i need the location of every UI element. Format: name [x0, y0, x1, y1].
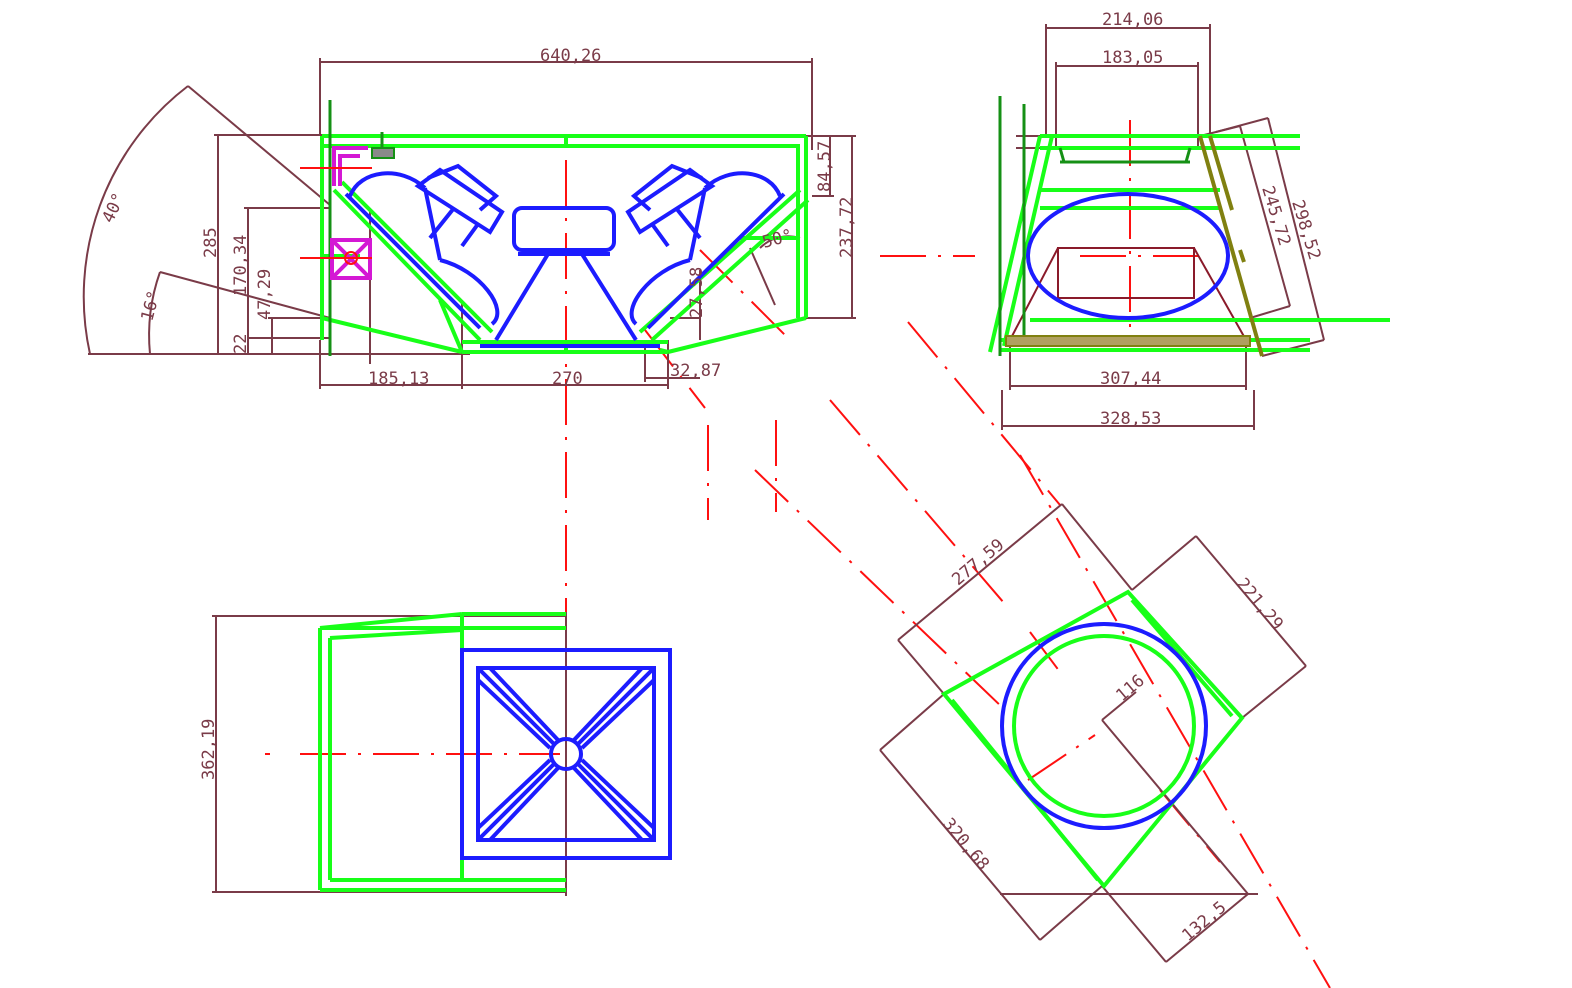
dim-277: 277,59	[948, 535, 1008, 590]
top-enclosure	[318, 612, 566, 892]
tilted-view	[879, 503, 1307, 963]
dim-320: 320,68	[938, 814, 993, 874]
angle-16: 16°	[138, 288, 165, 323]
dim-270: 270	[552, 369, 583, 389]
top-view	[212, 612, 672, 896]
dim-32: 32,87	[670, 361, 721, 381]
dim-132: 132,5	[1178, 898, 1230, 946]
dim-22: 22	[231, 334, 251, 354]
side-hatch-block	[371, 147, 395, 159]
side-view	[82, 58, 856, 389]
dim-640: 640,26	[540, 46, 601, 66]
top-driver	[460, 648, 672, 860]
dim-362: 362,19	[199, 719, 219, 780]
side-enclosure-dark	[328, 100, 384, 356]
tilted-driver-circle	[1000, 622, 1208, 830]
dim-116: 116	[1112, 671, 1148, 706]
dimension-labels: 640,26 285 170,34 47,29 22 40° 16° 185,1…	[98, 10, 1324, 946]
front-enclosure	[988, 134, 1390, 353]
dim-214: 214,06	[1102, 10, 1163, 30]
angle-50: 50°	[760, 226, 795, 253]
dim-170: 170,34	[231, 235, 251, 296]
front-view	[988, 24, 1390, 430]
dim-84: 84,57	[815, 141, 835, 192]
dim-285: 285	[201, 227, 221, 258]
dim-298: 298,52	[1287, 198, 1324, 263]
dim-185: 185,13	[368, 369, 429, 389]
dim-245: 245,72	[1257, 184, 1294, 249]
dim-47: 47,29	[255, 269, 275, 320]
side-drivers	[344, 163, 786, 348]
front-driver-ellipse	[1026, 192, 1230, 320]
dim-183: 183,05	[1102, 48, 1163, 68]
tilted-enclosure	[940, 589, 1245, 890]
front-olive-panel	[1005, 135, 1264, 357]
dim-221: 221,29	[1232, 574, 1287, 634]
dim-27: 27,58	[687, 267, 707, 318]
front-brown-box	[1009, 247, 1247, 341]
dim-237: 237,72	[837, 197, 857, 258]
tilted-dimensions	[879, 503, 1307, 963]
front-enclosure-dark	[998, 96, 1192, 356]
side-bracket-centers	[300, 167, 372, 265]
side-dimensions	[82, 58, 856, 389]
dim-307: 307,44	[1100, 369, 1161, 389]
dim-328: 328,53	[1100, 409, 1161, 429]
